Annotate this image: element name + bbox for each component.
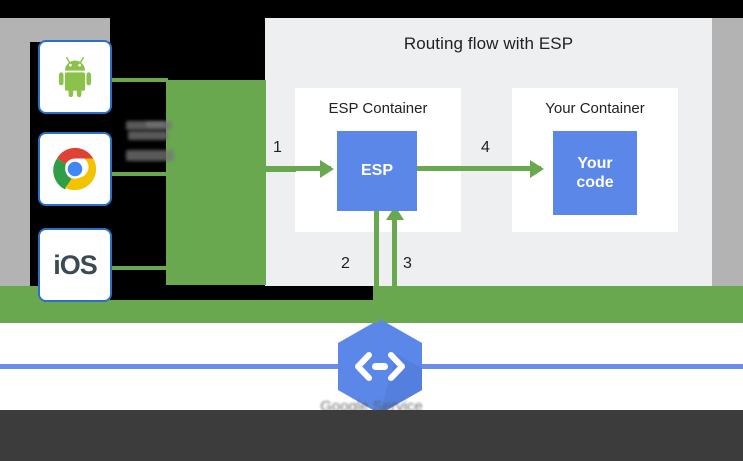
- occlusion-black-top: [0, 0, 743, 18]
- your-code-label: Your code: [576, 154, 614, 191]
- step-number-1: 1: [273, 139, 282, 156]
- smudged-text-2: [128, 131, 168, 140]
- step-number-4: 4: [481, 139, 490, 156]
- smudged-text-4: [126, 150, 174, 161]
- your-code-box: Your code: [553, 131, 637, 215]
- esp-box: ESP: [337, 131, 417, 211]
- step-number-2: 2: [341, 255, 350, 272]
- step-number-3: 3: [403, 255, 412, 272]
- occlusion-black-strip-top: [110, 18, 265, 42]
- green-block-out-line: [266, 168, 296, 172]
- occlusion-black-low: [110, 286, 373, 300]
- smudged-text-3: [146, 122, 166, 127]
- bottom-dark-overlay: [0, 410, 743, 461]
- chrome-icon: [53, 147, 97, 191]
- arrow-2-line: [374, 211, 379, 323]
- arrow-1-head: [320, 159, 334, 178]
- occlusion-gray-right: [712, 18, 743, 286]
- cloud-endpoints-hexagon-icon: [336, 318, 424, 415]
- panel-title: Routing flow with ESP: [403, 34, 574, 53]
- arrow-4-head: [530, 159, 544, 178]
- arrow-3-line: [392, 219, 397, 323]
- green-block: [166, 80, 266, 285]
- ios-connector-line: [110, 266, 168, 270]
- arrow-1-line: [265, 166, 331, 171]
- ios-label: iOS: [53, 249, 98, 280]
- client-card-android: [38, 40, 112, 114]
- esp-container-title: ESP Container: [328, 100, 428, 117]
- android-icon: [58, 57, 92, 98]
- client-card-ios: iOS: [38, 228, 112, 302]
- android-connector-line: [110, 78, 168, 82]
- chrome-connector-line: [110, 172, 168, 176]
- your-container-title: Your Container: [545, 100, 645, 117]
- arrow-4-line: [417, 166, 541, 171]
- client-card-chrome: [38, 132, 112, 206]
